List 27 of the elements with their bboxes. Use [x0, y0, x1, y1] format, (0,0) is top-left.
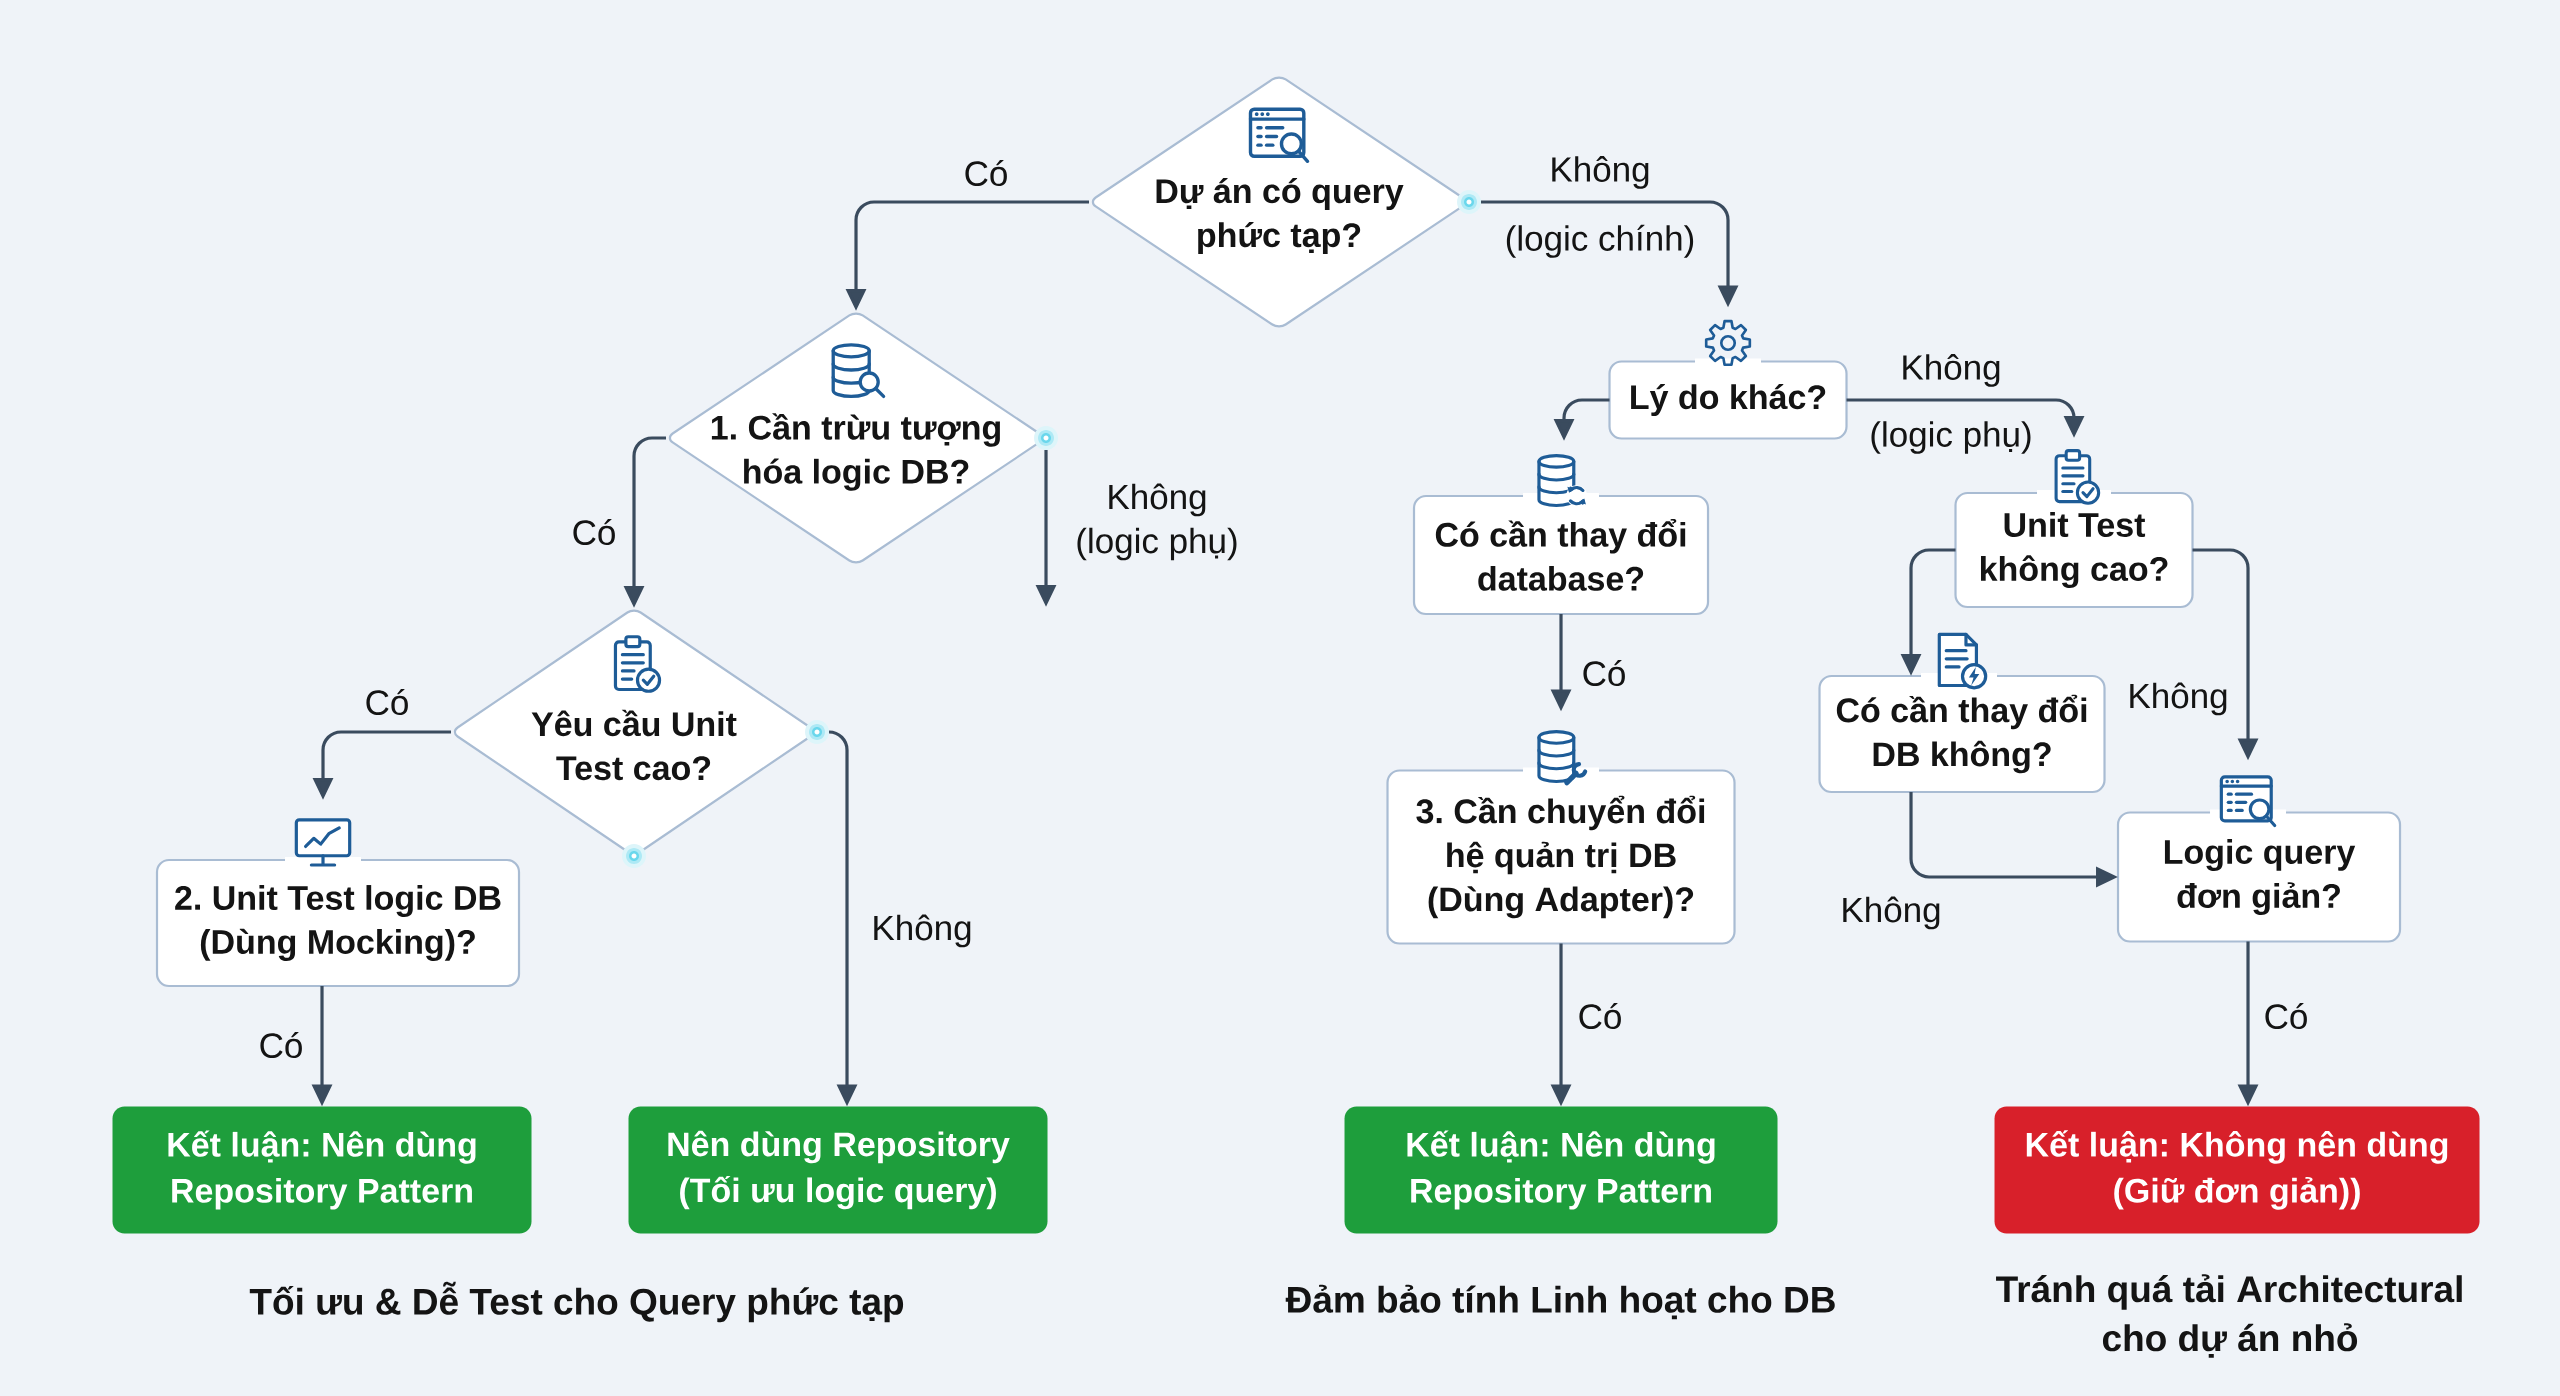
edge-label: Có: [1579, 1002, 1621, 1030]
question-box: Có cần thay đổi database?: [1412, 493, 1710, 616]
caption: Tối ưu & Dễ Test cho Query phức tạp: [249, 1281, 904, 1323]
edge-label: Có: [965, 159, 1007, 187]
question-box: Unit Test không cao?: [1954, 490, 2194, 609]
edge-label: Có: [1583, 659, 1625, 687]
edge-label: Không (logic phụ): [1871, 354, 2031, 454]
edge-label: Có: [260, 1031, 302, 1059]
result-box: Kết luận: Nên dùng Repository Pattern: [112, 1106, 532, 1234]
result-box: Nên dùng Repository (Tối ưu logic query): [628, 1106, 1048, 1234]
edge-label: Không: [2130, 682, 2227, 716]
question-box: 2. Unit Test logic DB (Dùng Mocking)?: [155, 857, 521, 988]
question-box: 3. Cần chuyển đổi hệ quản trị DB (Dùng Adapter)?: [1386, 767, 1736, 945]
edge-label: Có: [2265, 1002, 2307, 1030]
edge-label: Không: [874, 914, 971, 948]
edge-label: Không: [1843, 896, 1940, 930]
question-box: Lý do khác?: [1608, 358, 1848, 440]
caption: Đảm bảo tính Linh hoạt cho DB: [1285, 1284, 1835, 1320]
question-box: Logic query đơn giản?: [2116, 809, 2402, 943]
edge-label: Có: [366, 688, 408, 716]
edge-label: Không (logic phụ): [1077, 483, 1237, 561]
result-box: Kết luận: Không nên dùng (Giữ đơn giản)): [1994, 1106, 2480, 1234]
result-box: Kết luận: Nên dùng Repository Pattern: [1344, 1106, 1778, 1234]
edge-label: Có: [573, 518, 615, 546]
caption: Tránh quá tải Architectural cho dự án nhỏ: [1996, 1274, 2462, 1358]
edge-label: Không (logic chính): [1506, 156, 1694, 258]
question-box: Có cần thay đổi DB không?: [1818, 673, 2106, 794]
